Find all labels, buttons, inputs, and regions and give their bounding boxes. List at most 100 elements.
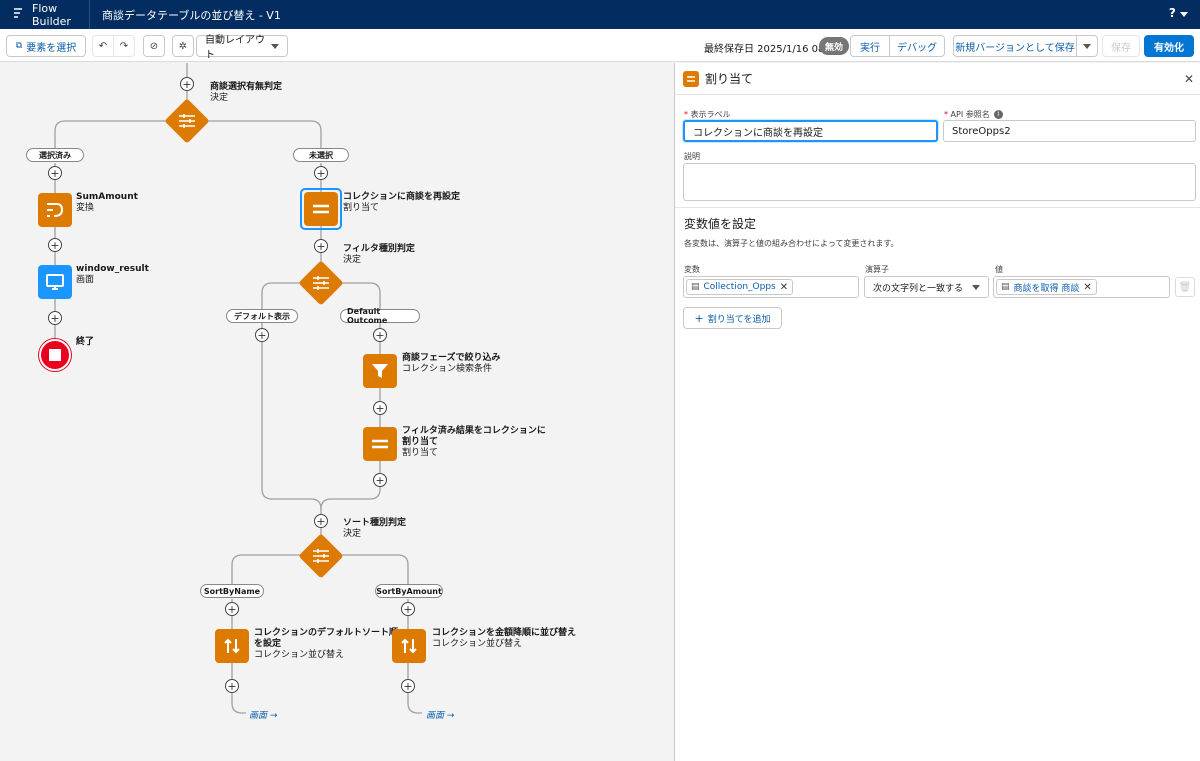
title-bar: Flow Builder 商談データテーブルの並び替え - V1 ? <box>0 0 1200 29</box>
select-elements-button[interactable]: ⧉ 要素を選択 <box>6 35 86 57</box>
redo-button[interactable]: ↷ <box>113 35 135 57</box>
node-title: ソート種別判定 <box>343 518 407 528</box>
end-label: 終了 <box>76 337 94 348</box>
assignment-icon <box>313 204 329 214</box>
node-subtitle: 画面 <box>76 275 95 285</box>
debug-button[interactable]: デバッグ <box>889 35 945 57</box>
run-button[interactable]: 実行 <box>850 35 890 57</box>
collection-sort-node[interactable] <box>215 629 249 663</box>
label-input[interactable]: コレクションに商談を再設定 <box>683 120 938 142</box>
panel-header: 割り当て <box>675 63 1200 95</box>
chevron-down-icon <box>1083 43 1091 49</box>
add-element-button[interactable]: + <box>314 239 328 253</box>
filter-decision-label: フィルタ種別判定 決定 <box>343 244 415 266</box>
info-icon[interactable]: i <box>993 110 1003 119</box>
help-menu[interactable]: ? <box>1169 6 1188 20</box>
assign-filtered-label: フィルタ済み結果をコレクションに 割り当て 割り当て <box>402 426 546 459</box>
outcome-label[interactable]: Default Outcome <box>340 307 420 325</box>
flow-icon <box>12 7 24 22</box>
stop-icon <box>49 349 61 361</box>
node-subtitle: 決定 <box>210 93 229 103</box>
close-icon[interactable]: ✕ <box>1183 72 1194 86</box>
add-element-button[interactable]: + <box>314 514 328 528</box>
redo-icon: ↷ <box>119 40 129 52</box>
add-element-button[interactable]: + <box>48 311 62 325</box>
sort-icon <box>224 638 240 654</box>
panel-title: 割り当て <box>705 72 754 86</box>
outcome-label[interactable]: 未選択 <box>293 148 349 162</box>
remove-icon[interactable]: ✕ <box>779 281 789 293</box>
outcome-label[interactable]: SortByAmount <box>375 584 443 598</box>
decision-label: 商談選択有無判定 決定 <box>210 82 282 104</box>
remove-icon[interactable]: ✕ <box>1083 281 1092 293</box>
node-title: window_result <box>76 264 149 274</box>
transform-node[interactable] <box>38 193 72 227</box>
description-textarea[interactable] <box>683 163 1196 201</box>
section-divider <box>675 207 1200 208</box>
value-input[interactable]: ▤ 商談を取得 商談 ✕ <box>993 276 1170 298</box>
add-element-button[interactable]: + <box>255 328 269 342</box>
add-element-button[interactable]: + <box>314 166 328 180</box>
add-element-button[interactable]: + <box>373 401 387 415</box>
collection-filter-node[interactable] <box>363 354 397 388</box>
add-element-button[interactable]: + <box>48 238 62 252</box>
undo-button[interactable]: ↶ <box>92 35 114 57</box>
assignment-node-selected[interactable] <box>304 192 338 226</box>
delete-row-button[interactable]: 🗑 <box>1175 277 1195 297</box>
filter-icon <box>372 364 388 378</box>
add-element-button[interactable]: + <box>373 473 387 487</box>
add-element-button[interactable]: + <box>48 166 62 180</box>
add-assignment-button[interactable]: + 割り当てを追加 <box>683 307 782 329</box>
api-name-input[interactable]: StoreOpps2 <box>943 120 1196 142</box>
outcome-label[interactable]: デフォルト表示 <box>226 309 298 323</box>
add-element-button[interactable]: + <box>180 77 194 91</box>
add-element-button[interactable]: + <box>373 328 387 342</box>
node-title: コレクションを金額降順に並び替え <box>432 628 577 638</box>
plus-icon: + <box>694 311 704 325</box>
save-new-version-button[interactable]: 新規バージョンとして保存 <box>953 35 1077 57</box>
trash-icon: 🗑 <box>1178 281 1192 293</box>
save-button[interactable]: 保存 <box>1102 35 1140 57</box>
add-assignment-label: 割り当てを追加 <box>707 314 771 325</box>
add-element-button[interactable]: + <box>401 679 415 693</box>
screen-node[interactable] <box>38 265 72 299</box>
add-element-button[interactable]: + <box>225 602 239 616</box>
goto-screen-link[interactable]: 画面 → <box>426 711 455 721</box>
value-text: 商談を取得 商談 <box>1013 283 1080 294</box>
section-title: 変数値を設定 <box>684 217 757 231</box>
outcome-label[interactable]: SortByName <box>200 584 264 598</box>
filter-phase-label: 商談フェーズで絞り込み コレクション検索条件 <box>402 353 501 375</box>
activate-button[interactable]: 有効化 <box>1144 35 1194 57</box>
goto-screen-link[interactable]: 画面 → <box>249 711 278 721</box>
outcome-label[interactable]: 選択済み <box>26 148 84 162</box>
settings-button[interactable]: ✲ <box>172 35 194 57</box>
variable-input[interactable]: ▤ Collection_Opps ✕ <box>683 276 859 298</box>
node-subtitle: コレクション検索条件 <box>402 364 493 374</box>
prohibit-icon: ⊘ <box>149 40 159 52</box>
node-title-line2: 割り当て <box>402 437 439 447</box>
label-field-label: * 表示ラベル <box>684 110 731 119</box>
node-title: 商談フェーズで絞り込み <box>402 353 501 363</box>
assignment-icon <box>372 439 388 449</box>
operator-select[interactable]: 次の文字列と一致する <box>864 276 989 298</box>
help-icon: ? <box>1168 6 1176 20</box>
end-node[interactable] <box>39 339 71 371</box>
flow-canvas[interactable]: + 商談選択有無判定 決定 選択済み 未選択 + SumAmount 変換 + … <box>0 63 674 761</box>
variable-pill[interactable]: ▤ Collection_Opps ✕ <box>686 279 794 295</box>
add-element-button[interactable]: + <box>401 602 415 616</box>
selected-node-frame <box>300 188 342 230</box>
node-subtitle: 割り当て <box>402 448 439 458</box>
undo-icon: ↶ <box>98 40 108 52</box>
value-pill[interactable]: ▤ 商談を取得 商談 ✕ <box>996 279 1097 295</box>
layout-select[interactable]: 自動レイアウト <box>196 35 288 61</box>
assignment-node[interactable] <box>363 427 397 461</box>
decision-icon <box>305 267 337 299</box>
errors-button[interactable]: ⊘ <box>143 35 165 57</box>
add-element-button[interactable]: + <box>225 679 239 693</box>
collection-sort-node[interactable] <box>392 629 426 663</box>
transform-icon <box>47 203 64 217</box>
collection-icon: ▤ <box>1001 282 1010 292</box>
chevron-down-icon <box>972 284 980 290</box>
save-menu-button[interactable] <box>1076 35 1098 57</box>
app-name: Flow Builder <box>32 1 71 28</box>
